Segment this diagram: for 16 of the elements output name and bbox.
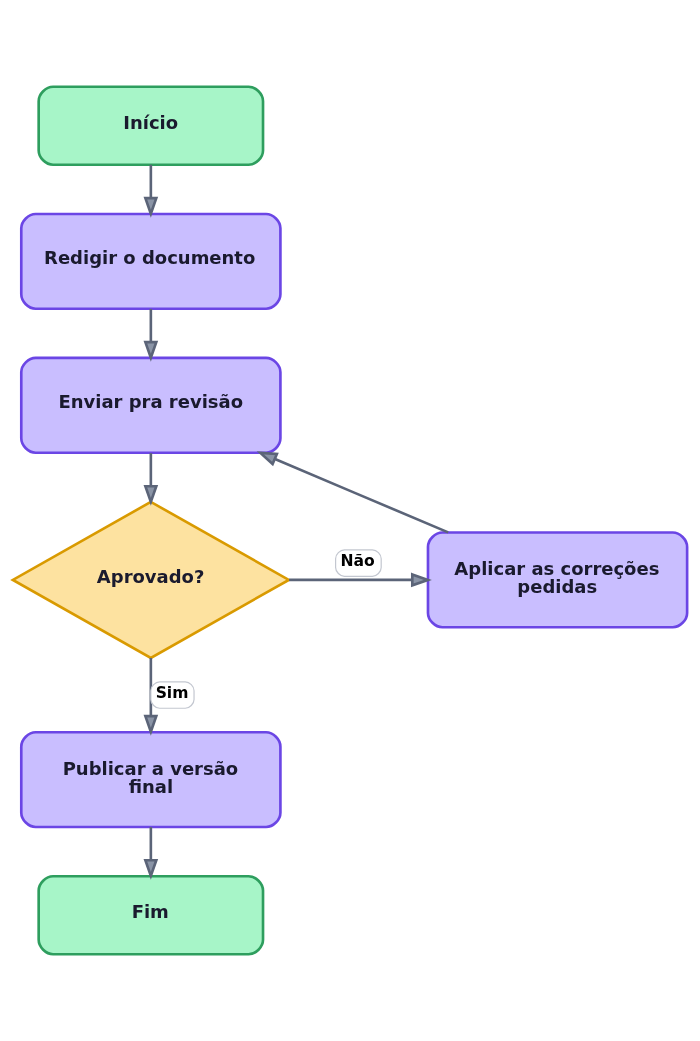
node-box: Redigir o documento [19, 212, 282, 311]
arrow [289, 572, 432, 588]
node-box: Início [37, 85, 265, 167]
node-box: Fim [37, 874, 265, 956]
edge-label: Sim [155, 683, 189, 702]
node-diamond: Aprovado? [10, 500, 292, 660]
arrow [143, 308, 159, 362]
node-box: Publicar a versão final [19, 730, 282, 829]
arrow [256, 451, 449, 534]
arrow [143, 164, 159, 218]
node-box: Enviar pra revisão [19, 356, 282, 455]
edge-label: Não [340, 551, 375, 570]
arrow [143, 657, 159, 736]
node-box: Aplicar as correções pedidas [426, 531, 689, 629]
arrow [143, 827, 159, 880]
arrow [143, 453, 159, 506]
